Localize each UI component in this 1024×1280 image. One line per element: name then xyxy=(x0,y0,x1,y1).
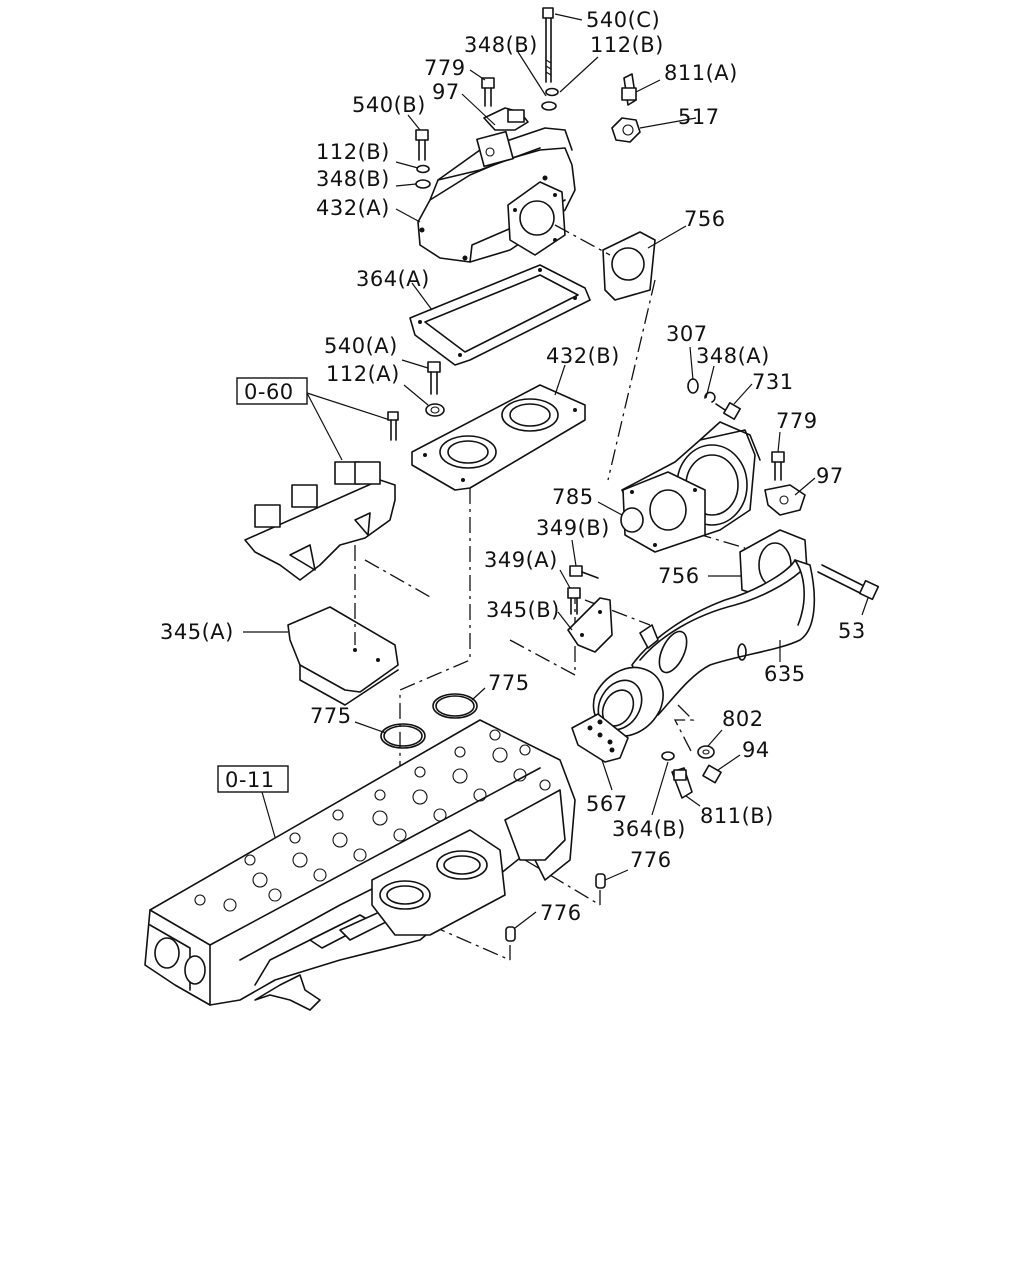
label-785: 785 xyxy=(552,485,594,509)
bracket-345b xyxy=(567,597,613,653)
bolt-small-injector xyxy=(387,411,399,441)
washer-802 xyxy=(697,745,715,759)
label-97-right: 97 xyxy=(816,464,844,488)
label-756-top: 756 xyxy=(684,207,726,231)
dowel-776-top xyxy=(595,873,606,889)
label-348b-left: 348(B) xyxy=(316,167,390,191)
label-779-right: 779 xyxy=(776,409,818,433)
label-307: 307 xyxy=(666,322,708,346)
label-112b-top: 112(B) xyxy=(590,33,664,57)
label-756-mid: 756 xyxy=(658,564,700,588)
label-53: 53 xyxy=(838,619,866,643)
label-112a: 112(A) xyxy=(326,362,400,386)
label-364a: 364(A) xyxy=(356,267,430,291)
plug-94 xyxy=(702,764,722,784)
label-802: 802 xyxy=(722,707,764,731)
injector-rail-assembly xyxy=(244,461,396,581)
bolt-540b xyxy=(415,129,429,161)
sensor-97-right xyxy=(764,484,806,516)
clip-348a xyxy=(704,391,716,403)
plate-432b xyxy=(411,384,586,491)
label-540a: 540(A) xyxy=(324,334,398,358)
label-811b: 811(B) xyxy=(700,804,774,828)
assembly-centerlines xyxy=(354,224,746,961)
washer-348b-top xyxy=(541,101,557,111)
gasket-756-top xyxy=(602,231,656,301)
o-ring-775-right xyxy=(432,693,478,719)
gasket-567 xyxy=(571,713,629,763)
bolt-349b xyxy=(569,565,599,579)
cylinder-head xyxy=(144,719,576,1011)
bolt-540c xyxy=(542,7,554,83)
label-349b: 349(B) xyxy=(536,516,610,540)
label-811a: 811(A) xyxy=(664,61,738,85)
washer-112b-top xyxy=(545,87,559,97)
label-432b: 432(B) xyxy=(546,344,620,368)
ref-label-0-60: 0-60 xyxy=(244,380,294,404)
label-345a: 345(A) xyxy=(160,620,234,644)
washer-348b-left xyxy=(415,179,431,189)
dowel-776-bottom xyxy=(505,926,516,942)
label-775-right: 775 xyxy=(488,671,530,695)
o-ring-775-left xyxy=(380,723,426,749)
label-775-left: 775 xyxy=(310,704,352,728)
label-94: 94 xyxy=(742,738,770,762)
label-776-top: 776 xyxy=(630,848,672,872)
ref-box-0-60: 0-60 xyxy=(236,377,391,461)
label-97-top: 97 xyxy=(432,80,460,104)
valve-cover-432a xyxy=(417,127,576,263)
label-432a: 432(A) xyxy=(316,196,390,220)
label-779-top: 779 xyxy=(424,56,466,80)
label-517: 517 xyxy=(678,105,720,129)
throttle-body-785 xyxy=(620,421,761,553)
leader-lines xyxy=(243,13,869,929)
label-731: 731 xyxy=(752,370,794,394)
elbow-517 xyxy=(611,117,641,143)
label-345b: 345(B) xyxy=(486,598,560,622)
washer-112b-left xyxy=(416,164,430,174)
part-labels: 540(C) 348(B) 112(B) 811(A) 779 97 540(B… xyxy=(160,8,866,925)
label-776-bottom: 776 xyxy=(540,901,582,925)
bolt-540a xyxy=(427,361,441,395)
label-540c: 540(C) xyxy=(586,8,660,32)
sensor-97-top xyxy=(483,107,529,131)
fitting-811b xyxy=(671,767,693,799)
label-348b-top: 348(B) xyxy=(464,33,538,57)
ref-box-0-11: 0-11 xyxy=(217,765,289,866)
bolt-731 xyxy=(715,402,741,420)
bolt-779-top xyxy=(481,77,495,107)
washer-307 xyxy=(687,378,699,394)
bracket-345a xyxy=(287,606,399,706)
label-112b-left: 112(B) xyxy=(316,140,390,164)
gasket-364a xyxy=(409,264,591,366)
fitting-811a xyxy=(621,73,637,106)
bolt-779-right xyxy=(771,451,785,481)
label-349a: 349(A) xyxy=(484,548,558,572)
ref-label-0-11: 0-11 xyxy=(225,768,275,792)
pipe-635 xyxy=(592,559,816,737)
label-348a: 348(A) xyxy=(696,344,770,368)
cover-outlet-flange xyxy=(507,181,566,256)
washer-112a xyxy=(425,403,445,417)
bolt-349a xyxy=(567,587,581,615)
label-364b: 364(B) xyxy=(612,817,686,841)
label-567: 567 xyxy=(586,792,628,816)
bolt-53 xyxy=(817,564,880,601)
label-635: 635 xyxy=(764,662,806,686)
washer-364b xyxy=(661,751,675,761)
label-540b: 540(B) xyxy=(352,93,426,117)
